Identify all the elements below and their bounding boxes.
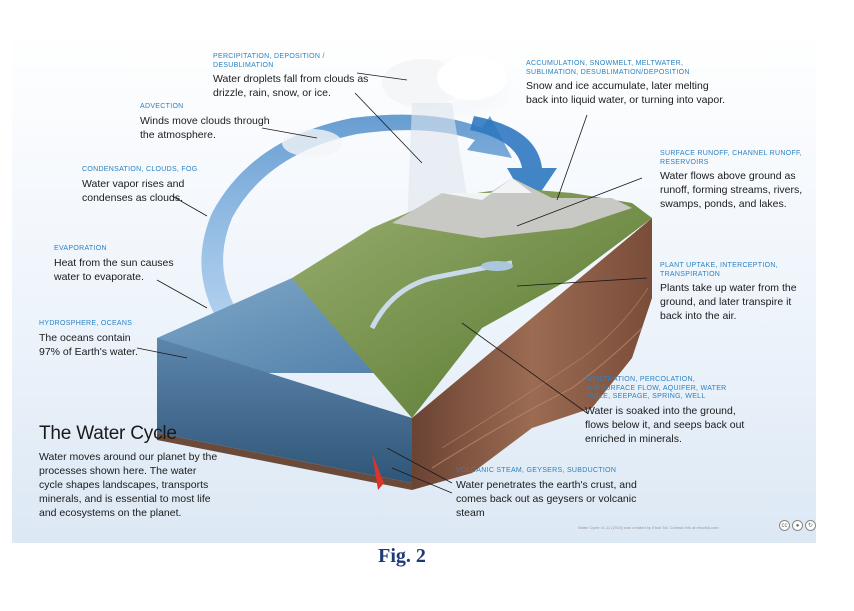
poster-intro: Water moves around our planet by the pro… [39, 451, 218, 519]
water-cycle-poster: PERCIPITATION, DEPOSITION / DESUBLIMATIO… [12, 28, 816, 543]
label-plant-uptake: PLANT UPTAKE, INTERCEPTION, TRANSPIRATIO… [660, 262, 797, 322]
leader-lines [136, 72, 648, 494]
label-advection: ADVECTION Winds move clouds through the … [140, 103, 270, 141]
label-condensation: CONDENSATION, CLOUDS, FOG Water vapor ri… [82, 166, 198, 204]
label-hydrosphere: HYDROSPHERE, OCEANS The oceans contain 9… [39, 320, 138, 358]
label-volcanic: VOLCANIC STEAM, GEYSERS, SUBDUCTION Wate… [456, 467, 637, 519]
credit-line: Water Cycle v1.11 (2015) was created by … [578, 525, 719, 530]
sa-icon: ↻ [805, 520, 816, 531]
label-runoff: SURFACE RUNOFF, CHANNEL RUNOFF, RESERVOI… [660, 150, 803, 210]
cc-icon: cc [779, 520, 790, 531]
figure-caption: Fig. 2 [378, 545, 426, 567]
water-cycle-illustration [136, 56, 652, 494]
label-precipitation: PERCIPITATION, DEPOSITION / DESUBLIMATIO… [213, 53, 369, 99]
label-infiltration: INFILTRATION, PERCOLATION, SUBSURFACE FL… [585, 376, 745, 445]
poster-title: The Water Cycle [39, 423, 177, 444]
label-accumulation: ACCUMULATION, SNOWMELT, MELTWATER, SUBLI… [526, 60, 726, 106]
label-evaporation: EVAPORATION Heat from the sun causes wat… [54, 245, 174, 283]
license-badges: cc ● ↻ [779, 520, 816, 531]
land-block [292, 178, 652, 490]
by-icon: ● [792, 520, 803, 531]
